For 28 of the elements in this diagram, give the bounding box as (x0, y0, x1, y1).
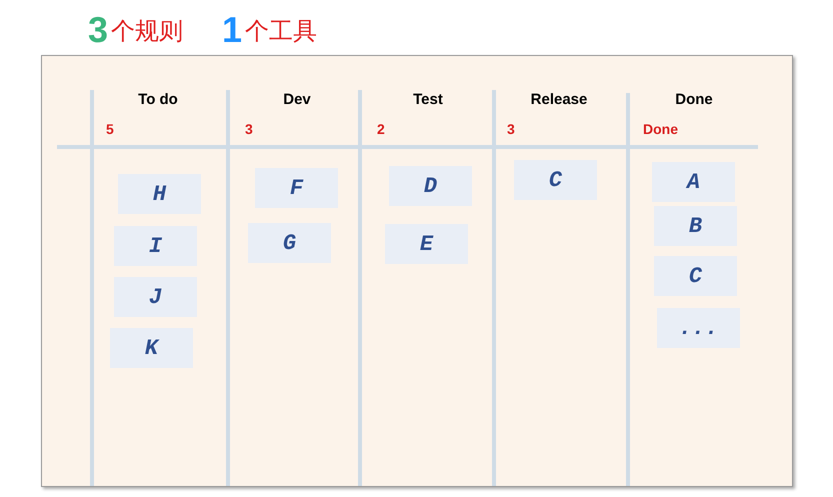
column-header: To do (138, 91, 178, 108)
title-text: 1 (222, 12, 242, 48)
task-card: I (114, 226, 197, 266)
wip-limit: 3 (245, 121, 253, 137)
task-card: F (255, 168, 338, 208)
task-card: ... (657, 308, 740, 348)
wip-limit: 3 (507, 121, 515, 137)
wip-limit: 5 (106, 121, 114, 137)
task-card: C (654, 256, 737, 296)
column-header: Release (530, 91, 588, 108)
task-card: K (110, 328, 193, 368)
task-card: E (385, 224, 468, 264)
task-card: A (652, 162, 735, 202)
task-card: B (654, 206, 737, 246)
column-header: Dev (283, 91, 311, 108)
task-card: G (248, 223, 331, 263)
board-panel (41, 55, 793, 487)
column-header: Done (675, 91, 713, 108)
task-card: H (118, 174, 201, 214)
column-header: Test (413, 91, 443, 108)
title-text: 个工具 (245, 20, 317, 44)
task-card: J (114, 277, 197, 317)
wip-limit: 2 (377, 121, 385, 137)
title-text: 3 (88, 12, 108, 48)
title-text: 个规则 (111, 20, 183, 44)
task-card: D (389, 166, 472, 206)
task-card: C (514, 160, 597, 200)
wip-limit: Done (643, 121, 678, 137)
